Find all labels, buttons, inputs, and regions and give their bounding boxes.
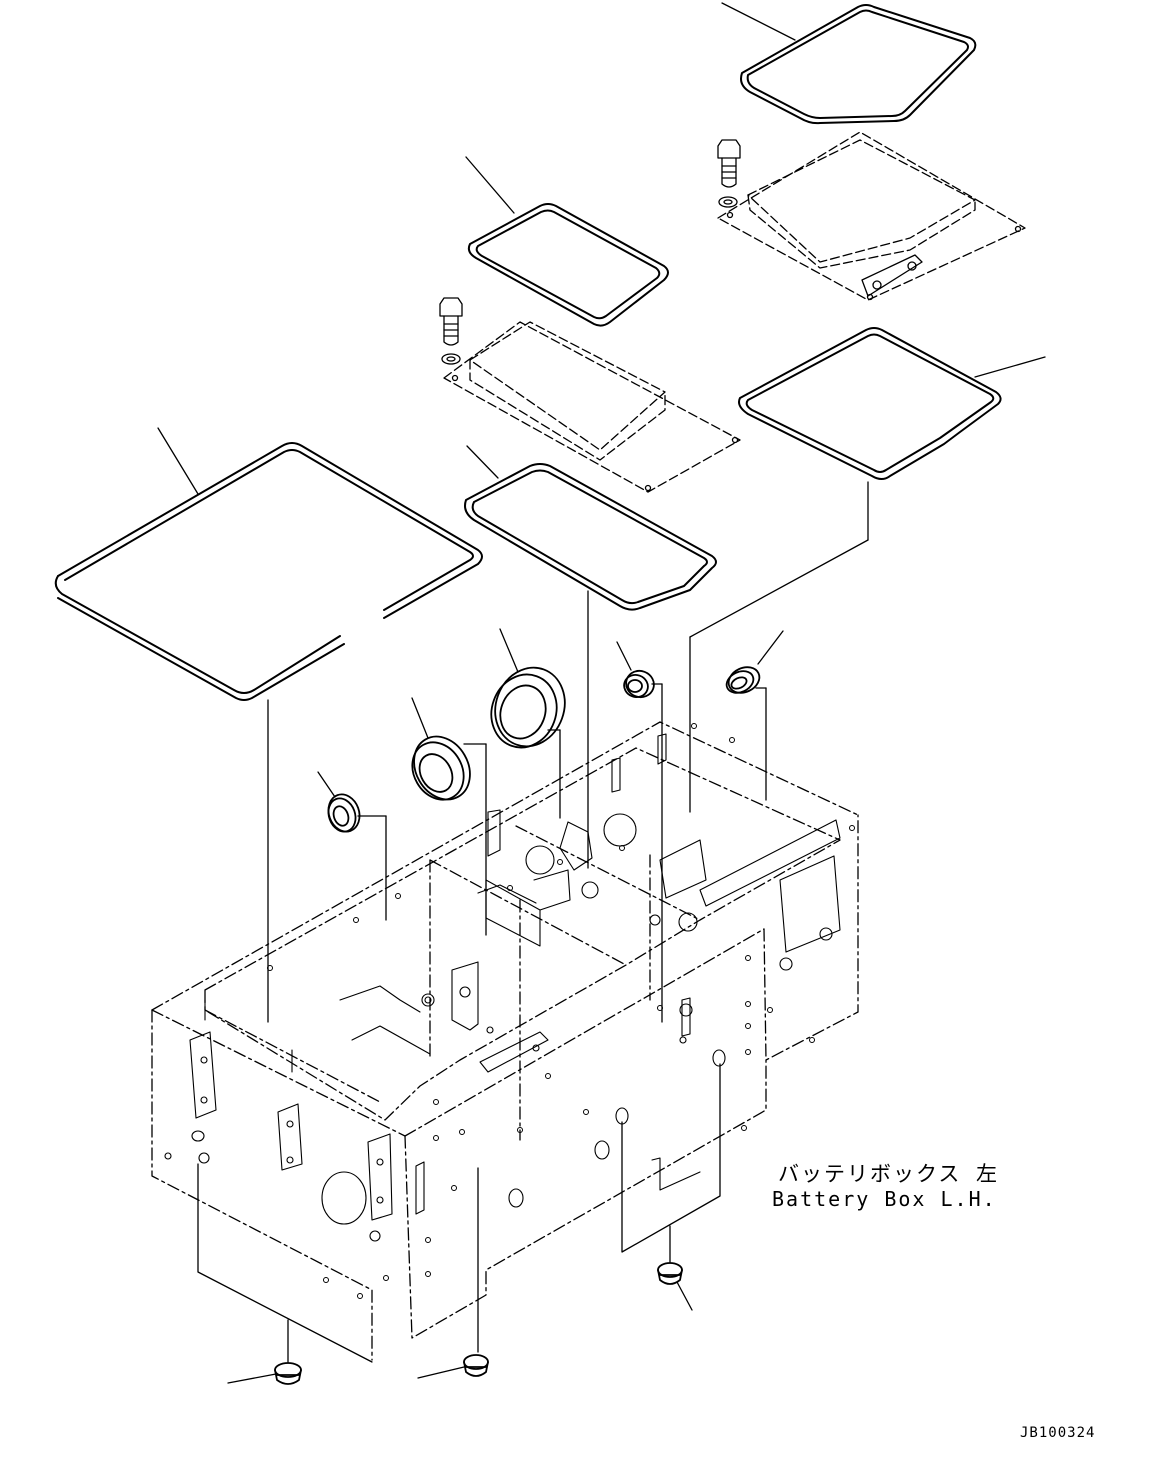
leader-plug-bottom-left: [227, 1373, 277, 1384]
plug-bottom-mid: [463, 1354, 489, 1377]
cover-plate-top-right-holes: [726, 211, 1022, 301]
seal-small-mid: [623, 669, 655, 699]
cover-plate-middle-holes: [451, 374, 739, 492]
gasket-mid-upper: [467, 203, 669, 327]
diagram-title-japanese: バッテリボックス 左: [778, 1162, 1000, 1186]
leader-plug-bottom-right: [676, 1281, 693, 1311]
plug-bottom-left: [274, 1362, 302, 1385]
battery-box-holes: [267, 723, 855, 1299]
leader-gasket-right: [974, 356, 1046, 378]
gasket-large-left: [54, 442, 483, 701]
washer-top-right: [718, 196, 738, 208]
leader-gasket-top-right: [721, 2, 796, 41]
diagram-title-english: Battery Box L.H.: [772, 1187, 997, 1211]
cover-plate-middle: [443, 321, 741, 493]
leader-seal-small-left: [317, 771, 336, 798]
seal-large-center: [490, 666, 566, 749]
leader-gasket-center: [466, 445, 499, 479]
bolt-middle: [439, 297, 463, 346]
washer-middle: [441, 353, 461, 365]
leader-seal-large-center: [499, 628, 519, 673]
bolt-top-right: [717, 139, 741, 188]
battery-box-body: [151, 721, 859, 1361]
leader-seal-small-right: [757, 630, 784, 665]
seal-small-left: [327, 793, 361, 833]
cover-plate-top-right: [717, 131, 1026, 301]
leader-gasket-large-left: [157, 427, 199, 495]
guide-gasket-right-2: [689, 539, 869, 638]
plug-bottom-right: [657, 1262, 683, 1285]
leader-plug-bottom-mid: [417, 1366, 465, 1379]
seal-mid-left: [411, 735, 471, 801]
bracket-top-right: [861, 254, 923, 297]
gasket-right: [738, 327, 1002, 480]
seal-small-right: [725, 666, 761, 694]
leader-gasket-mid-upper: [465, 156, 515, 214]
gasket-top-right: [740, 4, 977, 125]
leader-seal-mid-left: [411, 697, 429, 739]
gasket-center: [464, 463, 717, 611]
guide-lines-plugs: [197, 1063, 721, 1363]
leader-seal-small-mid: [616, 641, 632, 671]
drawing-id-label: JB100324: [1020, 1425, 1096, 1441]
battery-box-interior: [164, 733, 841, 1242]
